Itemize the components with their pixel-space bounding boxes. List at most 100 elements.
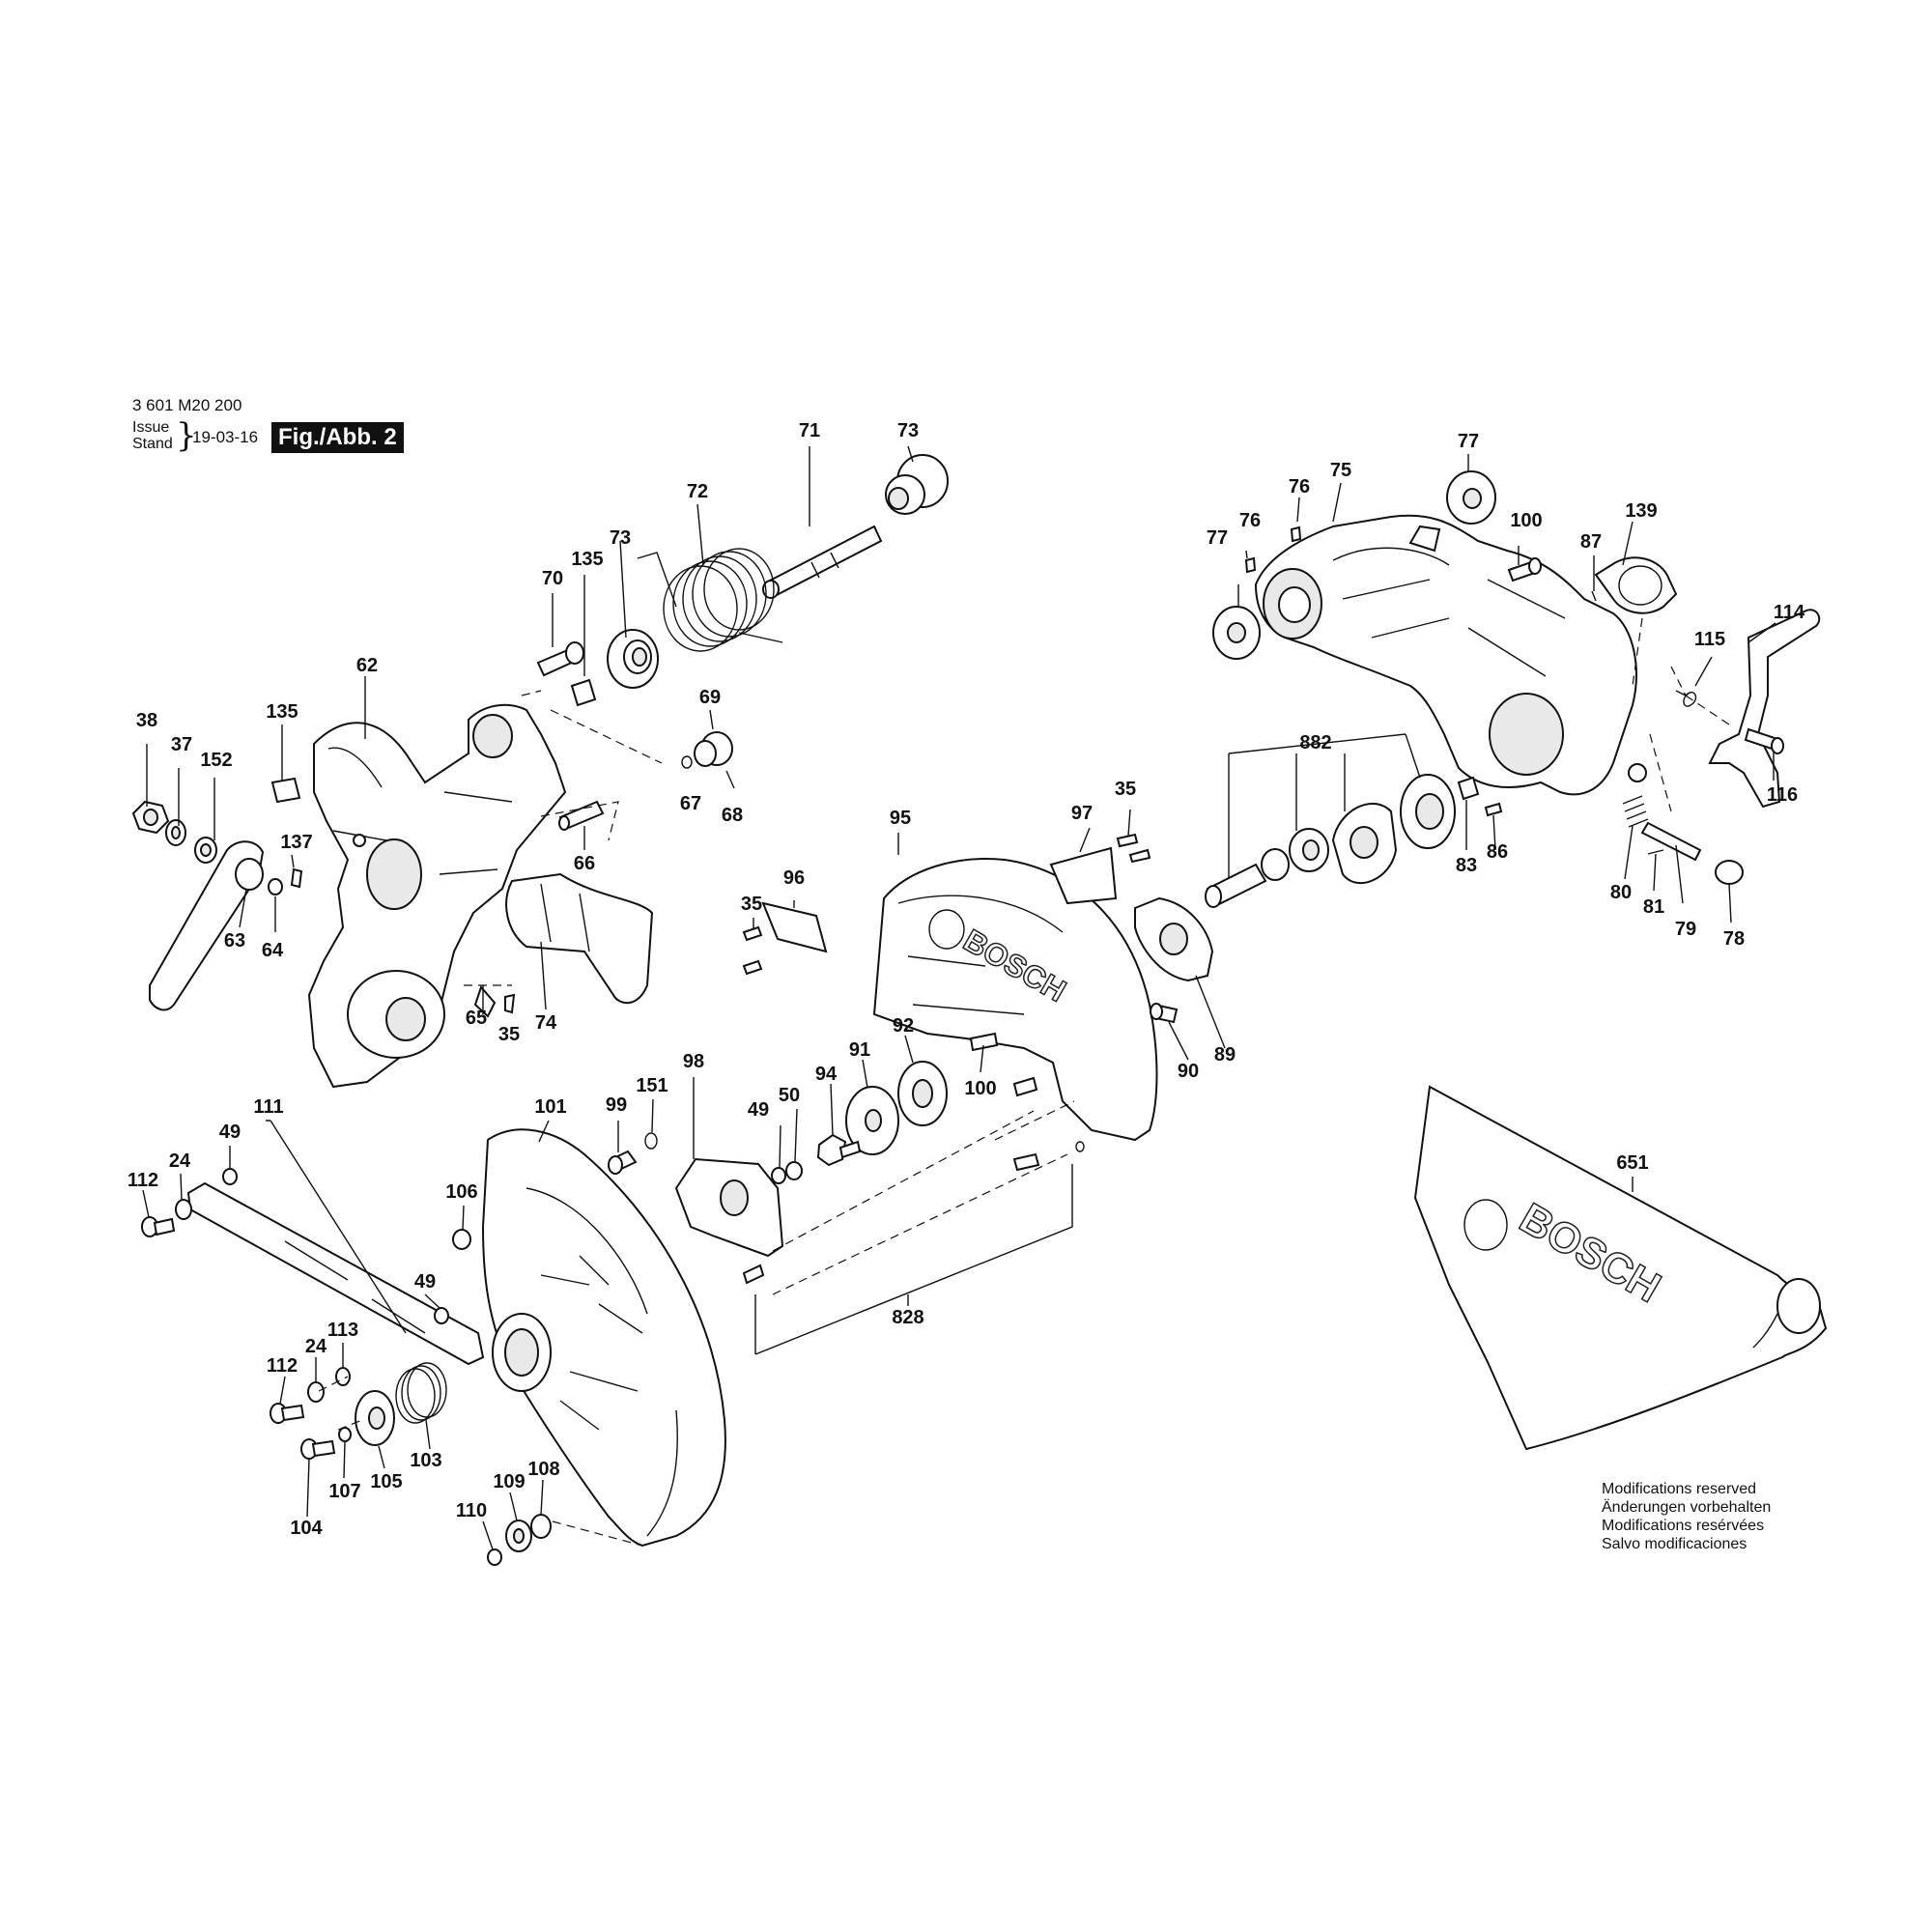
- callout-92: 92: [893, 1015, 914, 1037]
- pin-part-137: [290, 867, 303, 889]
- callout-83: 83: [1456, 855, 1477, 876]
- callout-35: 35: [498, 1024, 520, 1045]
- screw-part-90: [1150, 1003, 1179, 1024]
- gasket-part-139: [1594, 556, 1678, 614]
- plate-part-98: [674, 1157, 784, 1258]
- screw-part-116: [1744, 727, 1784, 754]
- assembly-line: [318, 1376, 643, 1547]
- stand-label: Stand: [132, 436, 173, 452]
- sleeve-part-135: [570, 678, 597, 707]
- callout-72: 72: [687, 481, 708, 502]
- brace-glyph: }: [176, 416, 197, 455]
- callout-76: 76: [1289, 476, 1310, 497]
- callout-64: 64: [262, 940, 284, 961]
- screw-part-828: [742, 1141, 1085, 1285]
- callout-135b: 135: [266, 701, 298, 723]
- callout-49b: 49: [219, 1122, 241, 1143]
- callout-651: 651: [1616, 1152, 1648, 1174]
- screw-part-100: [1507, 557, 1542, 582]
- washer-part-152: [194, 837, 217, 864]
- callout-114: 114: [1774, 602, 1805, 623]
- spindle-part-882: [1205, 848, 1290, 908]
- flange-part-105: [355, 1390, 395, 1446]
- callout-24b: 24: [305, 1336, 327, 1357]
- pin-part-68: [725, 770, 735, 789]
- bushing-part-135b: [270, 777, 301, 804]
- callout-152: 152: [200, 750, 232, 771]
- ring-part-67: [681, 755, 693, 769]
- plate-part-96: [761, 901, 828, 953]
- callout-96: 96: [783, 867, 805, 889]
- callout-112b: 112: [267, 1355, 298, 1377]
- lever-part-114: [1708, 609, 1821, 809]
- callout-107: 107: [328, 1481, 360, 1502]
- callout-66: 66: [574, 853, 595, 874]
- dust-port-part-74: [505, 872, 654, 1005]
- shaft-part-71: [762, 525, 883, 599]
- callout-94: 94: [815, 1064, 838, 1085]
- callout-98: 98: [683, 1051, 704, 1072]
- washer-part-49c: [434, 1307, 449, 1324]
- bearing-part-882: [1289, 828, 1329, 872]
- callout-76b: 76: [1239, 510, 1261, 531]
- pin-part-87: [1591, 590, 1597, 602]
- callout-99: 99: [606, 1094, 627, 1116]
- washer-part-49: [771, 1167, 786, 1184]
- pin-part-66: [558, 800, 605, 831]
- note-es: Salvo modificaciones: [1602, 1536, 1747, 1552]
- cover-part-651: BOSCH: [1413, 1085, 1828, 1451]
- flange-part-91: [845, 1086, 899, 1155]
- plate-part-77b: [1212, 606, 1261, 660]
- torsion-spring-part-72: [637, 548, 783, 652]
- nut-part-38: [131, 800, 170, 835]
- callout-75: 75: [1330, 460, 1351, 481]
- gear-part-882: [1400, 774, 1456, 849]
- document-number: 3 601 M20 200: [132, 396, 242, 414]
- ring-part-151: [644, 1132, 658, 1150]
- callout-110: 110: [456, 1500, 487, 1521]
- callout-74: 74: [535, 1012, 557, 1034]
- screw-part-104: [300, 1438, 336, 1460]
- callout-828: 828: [892, 1307, 923, 1328]
- leader-lines: [142, 445, 1776, 1550]
- washer-part-24b: [307, 1381, 325, 1403]
- pin-part-81: [1647, 849, 1664, 855]
- callout-137: 137: [280, 832, 312, 853]
- bracket-part-62: [307, 703, 567, 1089]
- callout-65: 65: [466, 1008, 487, 1029]
- callout-109: 109: [493, 1471, 525, 1492]
- callout-100: 100: [1510, 510, 1542, 531]
- callout-91: 91: [849, 1039, 870, 1061]
- lever-part-63: [149, 840, 265, 1011]
- plate-part-77: [1446, 470, 1496, 525]
- screw-part-86: [1484, 802, 1503, 817]
- callout-73: 73: [897, 420, 919, 441]
- callout-87: 87: [1580, 531, 1602, 553]
- callout-80: 80: [1610, 882, 1632, 903]
- callout-111: 111: [253, 1096, 283, 1118]
- callout-73b: 73: [610, 527, 631, 549]
- callout-35b: 35: [1115, 779, 1136, 800]
- callout-77b: 77: [1207, 527, 1228, 549]
- spring-part-80: [1622, 795, 1649, 828]
- callout-50: 50: [779, 1085, 800, 1106]
- issue-label: Issue: [132, 419, 170, 436]
- washer-part-37: [165, 819, 186, 846]
- issue-date: 19-03-16: [192, 428, 259, 446]
- lower-guard-part-101: [481, 1128, 726, 1548]
- callout-108: 108: [527, 1459, 559, 1480]
- callout-81: 81: [1643, 896, 1664, 918]
- screw-part-112: [141, 1216, 176, 1237]
- callout-104: 104: [290, 1518, 323, 1539]
- nut-part-50: [785, 1161, 803, 1180]
- callout-62: 62: [356, 655, 378, 676]
- callout-139: 139: [1625, 500, 1657, 522]
- modification-notes: Modifications reserved Änderungen vorbeh…: [1602, 1480, 1771, 1553]
- nut-part-108: [530, 1514, 552, 1539]
- washer-part-107: [338, 1427, 352, 1442]
- callout-68: 68: [722, 805, 743, 826]
- callout-67: 67: [680, 793, 701, 814]
- callout-103: 103: [410, 1450, 441, 1471]
- callout-101: 101: [534, 1096, 566, 1118]
